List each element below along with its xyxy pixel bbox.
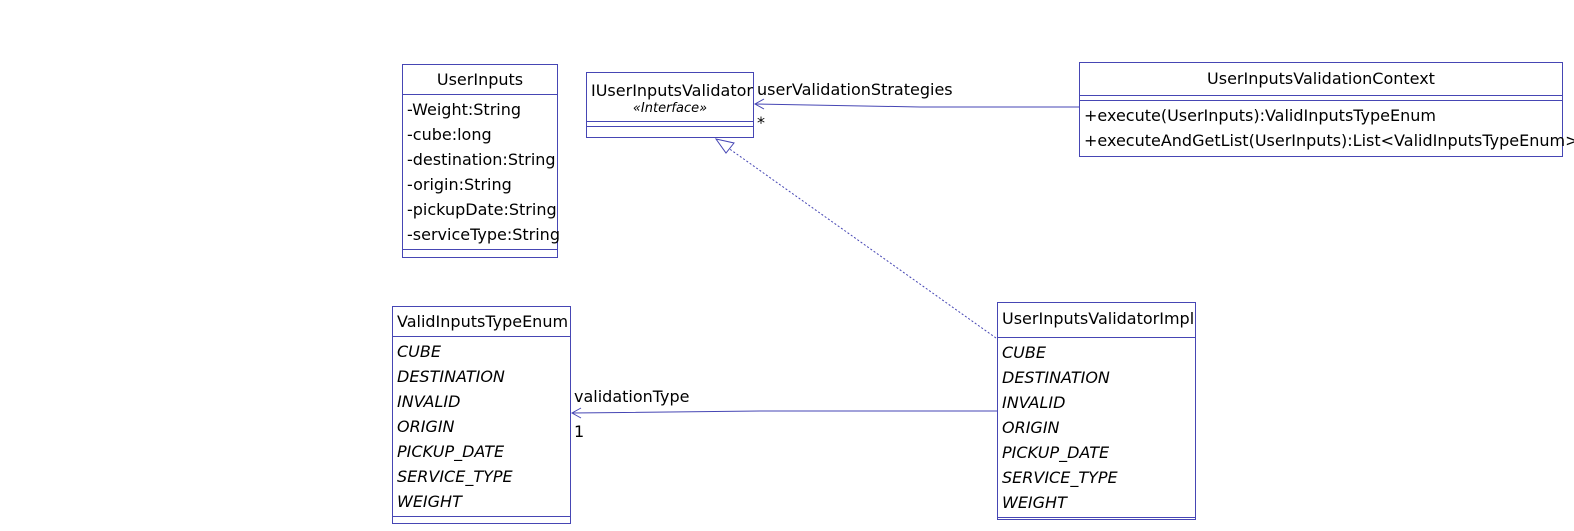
interface-user-inputs-validator[interactable]: IUserInputsValidator «Interface» — [586, 72, 754, 138]
attribute: -Weight:String — [407, 100, 522, 119]
realization-arrowhead — [714, 138, 735, 154]
enum-literal: ORIGIN — [397, 417, 455, 436]
enum-literals: CUBE DESTINATION INVALID ORIGIN PICKUP_D… — [393, 337, 570, 517]
attribute: -cube:long — [407, 125, 492, 144]
enum-literal: SERVICE_TYPE — [397, 467, 513, 486]
multiplicity-strategies: * — [757, 113, 765, 132]
class-user-inputs[interactable]: UserInputs -Weight:String -cube:long -de… — [402, 64, 560, 258]
operations-compartment — [998, 518, 1195, 521]
enum-literal: INVALID — [397, 392, 461, 411]
class-validation-context-name: UserInputsValidationContext — [1080, 63, 1562, 96]
class-validator-impl-name: UserInputsValidatorImpl — [998, 303, 1195, 338]
association-strategies-arrowhead — [753, 98, 765, 110]
enum-valid-inputs-type[interactable]: ValidInputsTypeEnum CUBE DESTINATION INV… — [392, 306, 571, 524]
multiplicity-validation-type: 1 — [574, 422, 585, 441]
realization-line — [723, 144, 997, 339]
enum-literal: WEIGHT — [1002, 493, 1067, 512]
enum-literal: WEIGHT — [397, 492, 462, 511]
operation: +execute(UserInputs):ValidInputsTypeEnum — [1084, 106, 1436, 125]
enum-literal: DESTINATION — [1002, 368, 1110, 387]
class-validator-impl-literals: CUBE DESTINATION INVALID ORIGIN PICKUP_D… — [998, 338, 1195, 518]
operations-compartment — [587, 127, 753, 130]
interface-stereotype: «Interface» — [632, 101, 708, 116]
enum-valid-inputs-type-name: ValidInputsTypeEnum — [393, 307, 570, 337]
enum-literal: PICKUP_DATE — [397, 442, 505, 461]
enum-literal: SERVICE_TYPE — [1002, 468, 1118, 487]
interface-name-block: IUserInputsValidator «Interface» — [587, 73, 753, 122]
enum-literal: CUBE — [1002, 343, 1046, 362]
role-validation-type: validationType — [574, 387, 690, 406]
operation: +executeAndGetList(UserInputs):List<Vali… — [1084, 131, 1574, 150]
enum-literal: DESTINATION — [397, 367, 505, 386]
enum-literal: CUBE — [397, 342, 441, 361]
operations-compartment — [393, 517, 570, 520]
association-strategies-line — [754, 103, 1080, 108]
enum-literal: PICKUP_DATE — [1002, 443, 1110, 462]
attributes-compartment — [1080, 96, 1562, 101]
attributes-compartment — [587, 122, 753, 127]
enum-literal: ORIGIN — [1002, 418, 1060, 437]
attribute: -origin:String — [407, 175, 512, 194]
class-user-inputs-name: UserInputs — [403, 65, 557, 95]
class-user-inputs-attributes: -Weight:String -cube:long -destination:S… — [403, 95, 560, 250]
class-user-inputs-validator-impl[interactable]: UserInputsValidatorImpl CUBE DESTINATION… — [997, 302, 1196, 520]
class-validation-context-operations: +execute(UserInputs):ValidInputsTypeEnum… — [1080, 101, 1574, 155]
operations-compartment — [403, 250, 557, 253]
attribute: -destination:String — [407, 150, 556, 169]
attribute: -serviceType:String — [407, 225, 560, 244]
attribute: -pickupDate:String — [407, 200, 557, 219]
role-user-validation-strategies: userValidationStrategies — [757, 80, 953, 99]
association-validation-type-arrowhead — [570, 407, 582, 419]
enum-literal: INVALID — [1002, 393, 1066, 412]
class-user-inputs-validation-context[interactable]: UserInputsValidationContext +execute(Use… — [1079, 62, 1574, 157]
association-validation-type-line — [571, 410, 997, 414]
interface-name: IUserInputsValidator — [591, 81, 753, 100]
